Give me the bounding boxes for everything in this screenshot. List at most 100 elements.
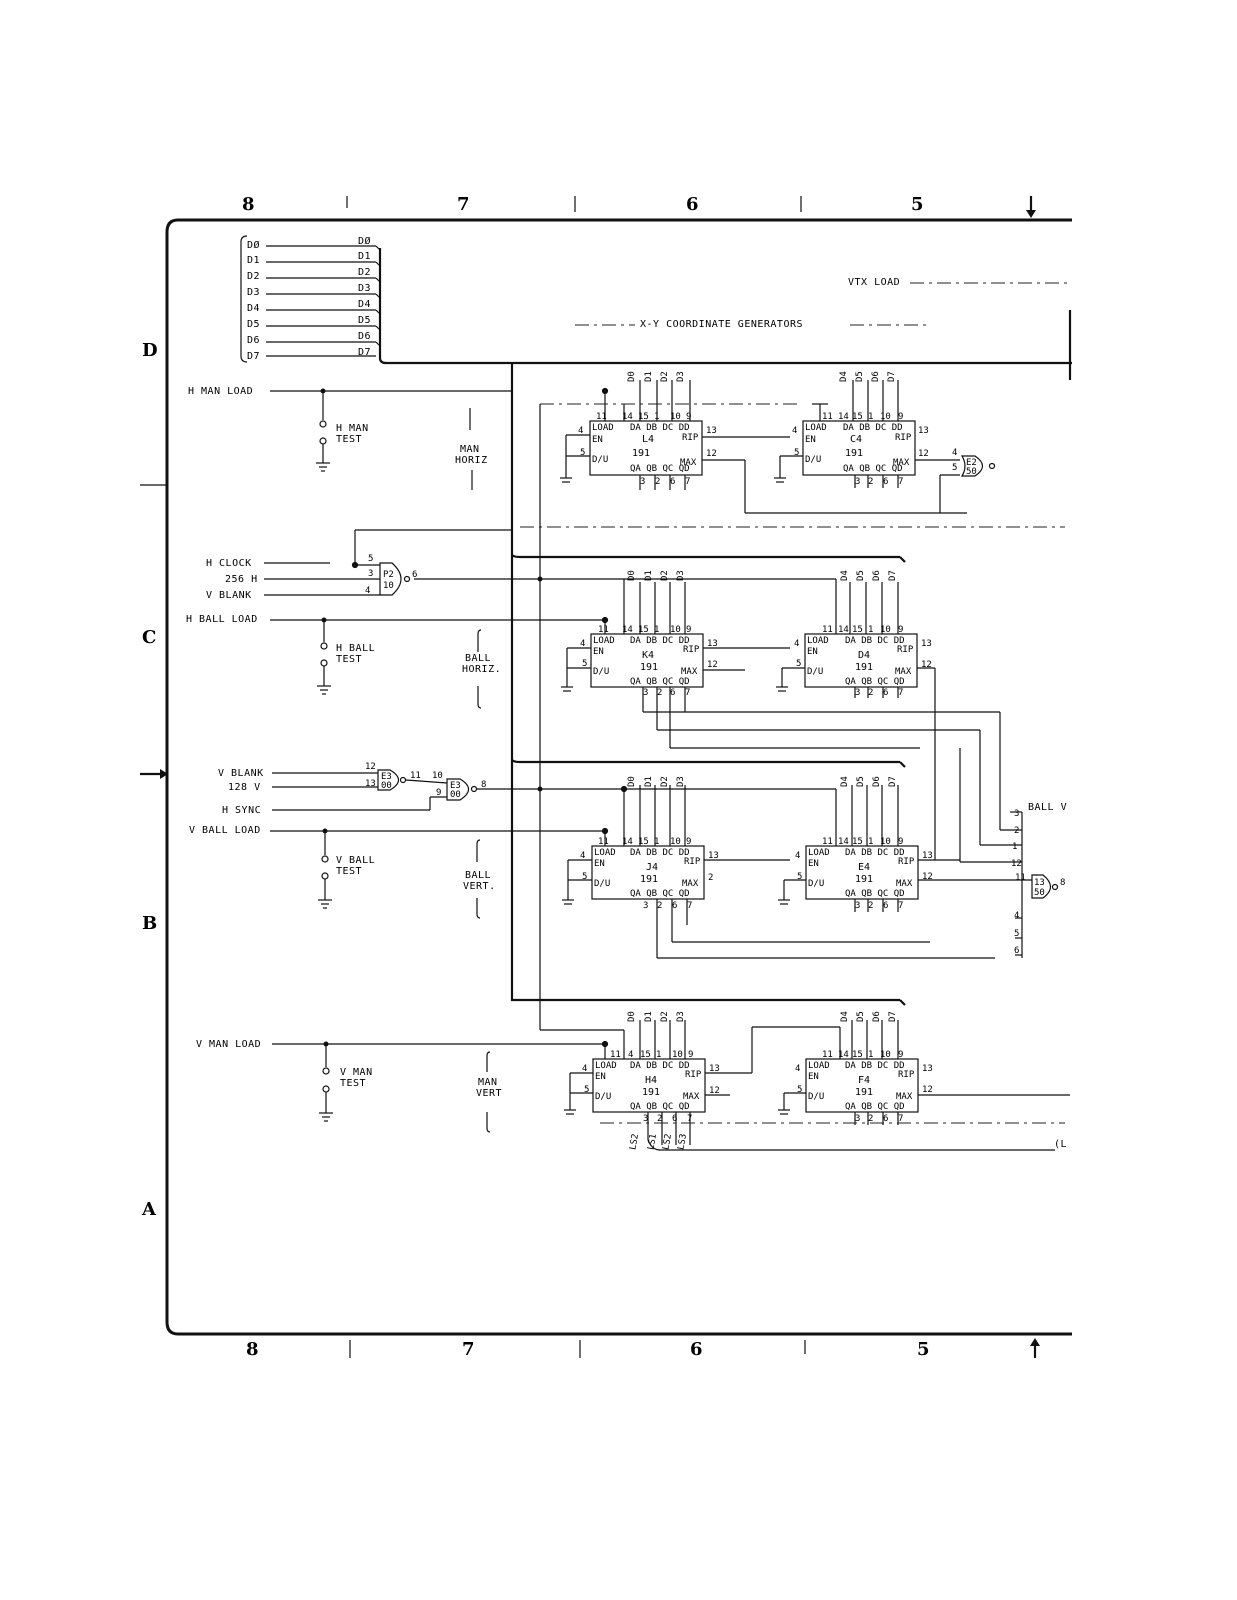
svg-text:E3: E3 — [381, 772, 392, 782]
svg-text:6: 6 — [670, 688, 675, 698]
svg-text:3: 3 — [643, 901, 648, 911]
chip-j4: LOAD DA DB DC DD EN D/U RIP MAX J4 191 Q… — [591, 845, 705, 900]
svg-text:14: 14 — [838, 837, 849, 847]
chip-e4-type: 191 — [855, 874, 873, 885]
svg-text:13: 13 — [707, 639, 718, 649]
chip-l4-label: L4 — [642, 434, 654, 445]
svg-text:3: 3 — [643, 688, 648, 698]
bus-in-d1: D1 — [247, 255, 260, 266]
svg-text:1: 1 — [654, 625, 659, 635]
svg-text:2: 2 — [655, 477, 660, 487]
svg-text:4: 4 — [580, 851, 585, 861]
man-vert-label-2: VERT — [476, 1088, 502, 1099]
test-point-icon — [321, 855, 329, 863]
test-point-icon — [320, 659, 328, 667]
svg-text:14: 14 — [622, 625, 633, 635]
svg-text:MAX: MAX — [895, 667, 912, 677]
svg-text:MAX: MAX — [896, 1092, 913, 1102]
svg-text:MAX: MAX — [896, 879, 913, 889]
svg-text:4: 4 — [628, 1050, 633, 1060]
svg-text:11: 11 — [598, 625, 609, 635]
svg-text:D1: D1 — [644, 776, 654, 787]
svg-text:1: 1 — [654, 837, 659, 847]
svg-text:D7: D7 — [888, 776, 898, 787]
svg-text:P2: P2 — [383, 570, 394, 580]
chip-c4: LOAD DA DB DC DD EN D/U RIP MAX C4 191 Q… — [802, 420, 916, 476]
svg-text:1: 1 — [868, 625, 873, 635]
bus-out-d2: D2 — [358, 267, 371, 278]
svg-text:QA QB QC QD: QA QB QC QD — [630, 1102, 690, 1112]
svg-text:50: 50 — [1034, 888, 1045, 898]
svg-text:13: 13 — [1034, 878, 1045, 888]
svg-text:6: 6 — [412, 570, 417, 580]
svg-text:EN: EN — [805, 435, 816, 445]
chip-f4-type: 191 — [855, 1087, 873, 1098]
h-sync-label: H SYNC — [222, 805, 261, 816]
svg-text:11: 11 — [610, 1050, 621, 1060]
svg-text:D6: D6 — [872, 776, 882, 787]
svg-text:7: 7 — [898, 477, 903, 487]
svg-text:5: 5 — [582, 872, 587, 882]
test-point-icon — [319, 437, 327, 445]
l-label: (L — [1054, 1139, 1067, 1150]
svg-text:5: 5 — [582, 659, 587, 669]
svg-text:D5: D5 — [856, 1011, 866, 1022]
svg-text:14: 14 — [622, 837, 633, 847]
ball-vert-label-1: BALL — [465, 870, 491, 881]
svg-text:12: 12 — [922, 872, 933, 882]
svg-text:D1: D1 — [644, 1011, 654, 1022]
svg-text:10: 10 — [383, 581, 394, 591]
svg-text:15: 15 — [852, 1050, 863, 1060]
256h-label: 256 H — [225, 574, 258, 585]
svg-text:D3: D3 — [676, 371, 686, 382]
svg-text:QA QB QC QD: QA QB QC QD — [845, 677, 905, 687]
svg-text:4: 4 — [578, 426, 583, 436]
chip-h4: LOAD DA DB DC DD EN D/U RIP MAX H4 191 Q… — [592, 1058, 706, 1113]
svg-text:D1: D1 — [644, 570, 654, 581]
svg-text:1: 1 — [656, 1050, 661, 1060]
svg-text:7: 7 — [898, 688, 903, 698]
svg-text:5: 5 — [797, 1085, 802, 1095]
svg-text:11: 11 — [822, 412, 833, 422]
ls-labels: LS2 LS1 LS2 LS3 — [628, 1133, 689, 1151]
svg-text:4: 4 — [952, 448, 957, 458]
h-ball-load-label: H BALL LOAD — [186, 614, 258, 625]
svg-text:2: 2 — [868, 1114, 873, 1124]
svg-text:EN: EN — [808, 1072, 819, 1082]
svg-text:LS3: LS3 — [676, 1133, 689, 1151]
svg-text:D6: D6 — [871, 371, 881, 382]
svg-text:D/U: D/U — [807, 667, 823, 677]
zone-row-c: C — [142, 627, 156, 648]
svg-text:9: 9 — [688, 1050, 693, 1060]
svg-text:E2: E2 — [966, 458, 977, 468]
h-clock-label: H CLOCK — [206, 558, 252, 569]
svg-text:4: 4 — [792, 426, 797, 436]
svg-text:RIP: RIP — [684, 857, 701, 867]
svg-text:8: 8 — [481, 780, 486, 790]
bus-out-d4: D4 — [358, 299, 371, 310]
ball-vert-label-2: VERT. — [463, 881, 496, 892]
svg-text:10: 10 — [880, 625, 891, 635]
svg-text:10: 10 — [672, 1050, 683, 1060]
zone-col-5-top: 5 — [911, 194, 924, 215]
svg-text:DA DB DC DD: DA DB DC DD — [845, 1061, 905, 1071]
svg-text:4: 4 — [580, 639, 585, 649]
data-bus-outputs: DØ D1 D2 D3 D4 D5 D6 D7 — [358, 235, 371, 358]
chip-d4: LOAD DA DB DC DD EN D/U RIP MAX D4 191 Q… — [804, 633, 918, 688]
chip-l4-type: 191 — [632, 448, 650, 459]
svg-text:1: 1 — [654, 412, 659, 422]
svg-text:LOAD: LOAD — [595, 1061, 617, 1071]
svg-text:14: 14 — [838, 412, 849, 422]
svg-text:4: 4 — [582, 1064, 587, 1074]
svg-text:1: 1 — [868, 837, 873, 847]
bus-in-d4: D4 — [247, 303, 260, 314]
zone-row-b: B — [142, 913, 157, 934]
svg-text:D/U: D/U — [595, 1092, 611, 1102]
svg-text:00: 00 — [450, 790, 461, 800]
h-ball-test-label-2: TEST — [336, 654, 362, 665]
svg-text:6: 6 — [672, 1114, 677, 1124]
test-point-icon — [320, 642, 328, 650]
chip-h4-label: H4 — [645, 1075, 657, 1086]
